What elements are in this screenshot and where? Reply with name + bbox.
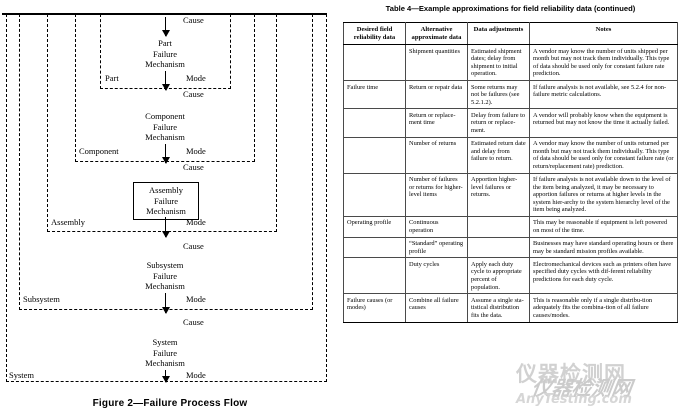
cell-desired [343,108,406,138]
cell-alternative: Number of failures or returns for higher… [405,172,468,217]
cell-adjustments: Assume a single sta-tistical distributio… [467,293,530,323]
table-panel: Table 4—Example approximations for field… [341,0,680,419]
mode-label-component: Mode [186,146,206,156]
cell-adjustments: Estimated shipment dates; delay from shi… [467,44,530,82]
table-row: Shipment quantities Estimated shipment d… [343,44,678,82]
node-assembly-line2: Failure [153,195,179,206]
mode-label-assembly: Mode [186,217,206,227]
node-system-line2: Failure [152,347,178,358]
hierarchy-label-assembly: Assembly [51,217,85,227]
field-reliability-data-table: Desired field reliability data Alternati… [343,21,678,323]
table-row: “Standard” operating profile Businesses … [343,236,678,259]
cell-notes: This may be reasonable if equipment is l… [529,215,678,238]
arrow-part-to-component [161,71,170,91]
table-body: Shipment quantities Estimated shipment d… [343,44,678,323]
node-subsystem-line3: Mechanism [145,281,185,291]
cell-desired [343,44,406,82]
cell-adjustments [467,215,530,238]
cell-desired: Operating profile [343,215,406,238]
node-system-line1: System [152,337,178,347]
cell-alternative: Duty cycles [405,257,468,295]
cell-desired [343,257,406,295]
node-subsystem-failure-mechanism: Subsystem Failure Mechanism [131,260,199,292]
node-subsystem-line1: Subsystem [146,260,184,270]
cell-alternative: Return or replace-ment time [405,108,468,138]
node-part-line1: Part [158,38,172,48]
node-part-line2: Failure [152,48,178,59]
cell-adjustments: Estimated return date and delay from fai… [467,136,530,174]
table-row: Number of failures or returns for higher… [343,172,678,217]
table-row: Failure time Return or repair data Some … [343,80,678,110]
node-subsystem-line2: Failure [152,270,178,281]
cell-notes: If failure analysis is not available, se… [529,80,678,110]
cell-desired: Failure causes (or modes) [343,293,406,323]
figure-panel: Cause Part Failure Mechanism Part Mode C… [2,13,327,409]
cell-alternative: Combine all failure causes [405,293,468,323]
cell-notes: Businesses may have standard operating h… [529,236,678,259]
hierarchy-label-system: System [9,370,35,380]
table-row: Operating profile Continuous operation T… [343,215,678,238]
column-header-desired-field-reliability-data: Desired field reliability data [343,21,406,46]
node-component-failure-mechanism: Component Failure Mechanism [130,111,200,143]
cell-alternative: Return or repair data [405,80,468,110]
cell-notes: Electromechanical devices such as printe… [529,257,678,295]
cell-adjustments: Apportion higher-level failures or retur… [467,172,530,217]
table-head: Desired field reliability data Alternati… [343,21,678,46]
cell-notes: This is reasonable only if a single dist… [529,293,678,323]
node-assembly-line1: Assembly [149,185,183,195]
table-header-row: Desired field reliability data Alternati… [343,21,678,46]
mode-label-system: Mode [186,370,206,380]
cell-desired [343,236,406,259]
hierarchy-label-part: Part [105,73,119,83]
table-row: Number of returns Estimated return date … [343,136,678,174]
node-part-line3: Mechanism [145,59,185,69]
table-row: Duty cycles Apply each duty cycle to app… [343,257,678,295]
cell-adjustments: Some returns may not be failures (see 5.… [467,80,530,110]
cell-desired [343,136,406,174]
figure-top-rule [2,13,327,15]
cell-notes: A vendor may know the number of units sh… [529,44,678,82]
cell-alternative: Number of returns [405,136,468,174]
cell-notes: If failure analysis is not available dow… [529,172,678,217]
mode-label-subsystem: Mode [186,294,206,304]
arrow-subsystem-to-system [161,293,170,314]
cell-alternative: Shipment quantities [405,44,468,82]
table-row: Failure causes (or modes) Combine all fa… [343,293,678,323]
node-system-failure-mechanism: System Failure Mechanism [135,337,195,369]
column-header-alternative-approximate-data: Alternative approximate data [405,21,468,46]
node-component-line2: Failure [152,121,178,132]
node-system-line3: Mechanism [145,358,185,368]
table-title: Table 4—Example approximations for field… [385,4,636,13]
hierarchy-label-subsystem: Subsystem [23,294,60,304]
cause-label-subsystem: Cause [183,241,204,251]
arrow-assembly-to-subsystem [161,217,170,238]
hierarchy-label-component: Component [79,146,119,156]
node-assembly-failure-mechanism: Assembly Failure Mechanism [133,182,199,220]
cell-alternative: “Standard” operating profile [405,236,468,259]
node-component-line1: Component [145,111,185,121]
cell-adjustments [467,236,530,259]
cause-label-assembly: Cause [183,162,204,172]
figure-caption: Figure 2—Failure Process Flow [92,398,248,409]
cause-label-system: Cause [183,317,204,327]
mode-label-part: Mode [186,73,206,83]
cell-alternative: Continuous operation [405,215,468,238]
arrow-component-to-assembly [161,144,170,164]
cause-label-component: Cause [183,89,204,99]
cell-notes: A vendor will probably know when the equ… [529,108,678,138]
cause-label-part: Cause [183,15,204,25]
cell-adjustments: Delay from failure to return or replace-… [467,108,530,138]
cell-desired: Failure time [343,80,406,110]
cell-adjustments: Apply each duty cycle to appropriate per… [467,257,530,295]
node-component-line3: Mechanism [145,132,185,142]
cell-desired [343,172,406,217]
arrow-system-out [161,370,170,383]
node-part-failure-mechanism: Part Failure Mechanism [135,38,195,70]
node-assembly-line3: Mechanism [146,206,186,216]
cell-notes: A vendor may know the number of units re… [529,136,678,174]
column-header-data-adjustments: Data adjustments [467,21,530,46]
table-row: Return or replace-ment time Delay from f… [343,108,678,138]
arrow-to-part [161,17,170,37]
column-header-notes: Notes [529,21,678,46]
